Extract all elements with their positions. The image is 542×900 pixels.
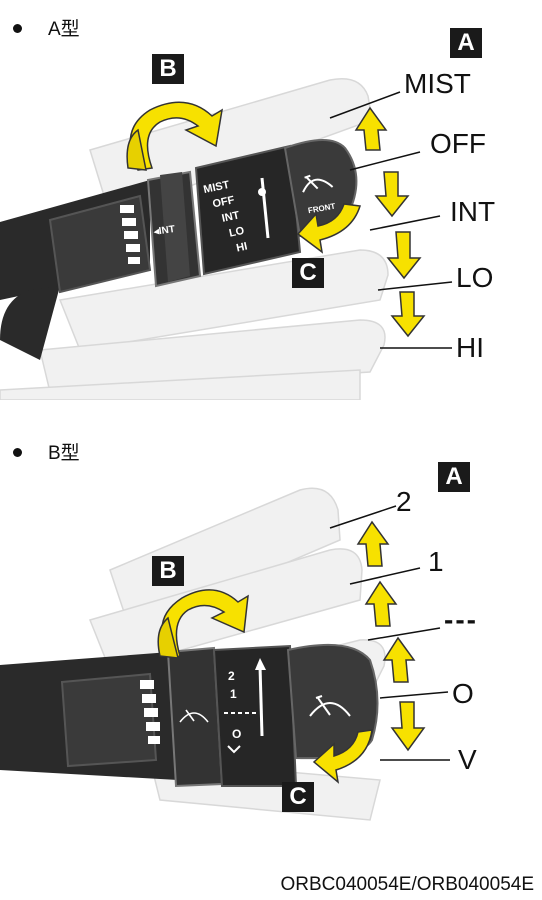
image-code: ORBC040054E/ORB040054E — [280, 874, 535, 895]
wiper-icon — [302, 174, 334, 193]
arrow-up-1 — [364, 580, 398, 627]
section-b-bullet — [13, 448, 22, 457]
stalk-label-o: O — [232, 727, 241, 741]
wiper-stalk-diagram-b: 2 1 O — [0, 487, 450, 821]
ring-int-label: ◂INT — [152, 224, 175, 238]
position-label-2: 2 — [396, 486, 412, 517]
section-b-badge-a: A — [438, 462, 470, 492]
stalk-label-off: OFF — [212, 194, 236, 210]
arrow-up-2 — [356, 520, 390, 567]
position-label-lo: LO — [456, 262, 494, 293]
position-label-mist: MIST — [404, 68, 471, 99]
section-a-badge-a: A — [450, 28, 482, 58]
position-label-1: 1 — [428, 546, 444, 577]
section-a-bullet — [13, 24, 22, 33]
rotate-arrow-b — [126, 101, 224, 171]
arrow-down-lo — [386, 231, 422, 280]
section-b-title: B型 — [48, 443, 80, 464]
wiper-icon — [309, 695, 351, 717]
section-b-badge-b: B — [152, 556, 184, 586]
section-a-title: A型 — [48, 19, 80, 40]
section-a-badge-c: C — [292, 258, 324, 288]
position-label-hi: HI — [456, 332, 484, 363]
position-label-off: OFF — [430, 128, 486, 159]
stalk-label-int: INT — [221, 209, 241, 224]
arrow-down-int — [374, 171, 410, 218]
stalk-label-1: 1 — [230, 687, 237, 701]
position-label-v: V — [458, 744, 477, 775]
stalk-label-2: 2 — [228, 669, 235, 683]
ring-wiper-icon — [179, 709, 209, 723]
stalk-label-lo: LO — [228, 225, 246, 240]
rotate-arrow-b — [157, 589, 249, 659]
arrow-up-mist — [354, 106, 388, 151]
position-label-int: INT — [450, 196, 496, 227]
section-a-badge-b: B — [152, 54, 184, 84]
arrow-down-hi — [390, 291, 426, 338]
stalk-label-mist: MIST — [202, 179, 230, 196]
position-label-dash: --- — [444, 604, 478, 635]
arrow-down-v — [390, 701, 426, 752]
arrow-up-dash — [382, 636, 416, 683]
push-arrow-c — [312, 729, 373, 784]
stalk-label-hi: HI — [235, 240, 248, 254]
push-arrow-c — [296, 203, 361, 254]
section-b-badge-c: C — [282, 782, 314, 812]
position-label-o: O — [452, 678, 474, 709]
rotary-ring — [166, 646, 224, 788]
